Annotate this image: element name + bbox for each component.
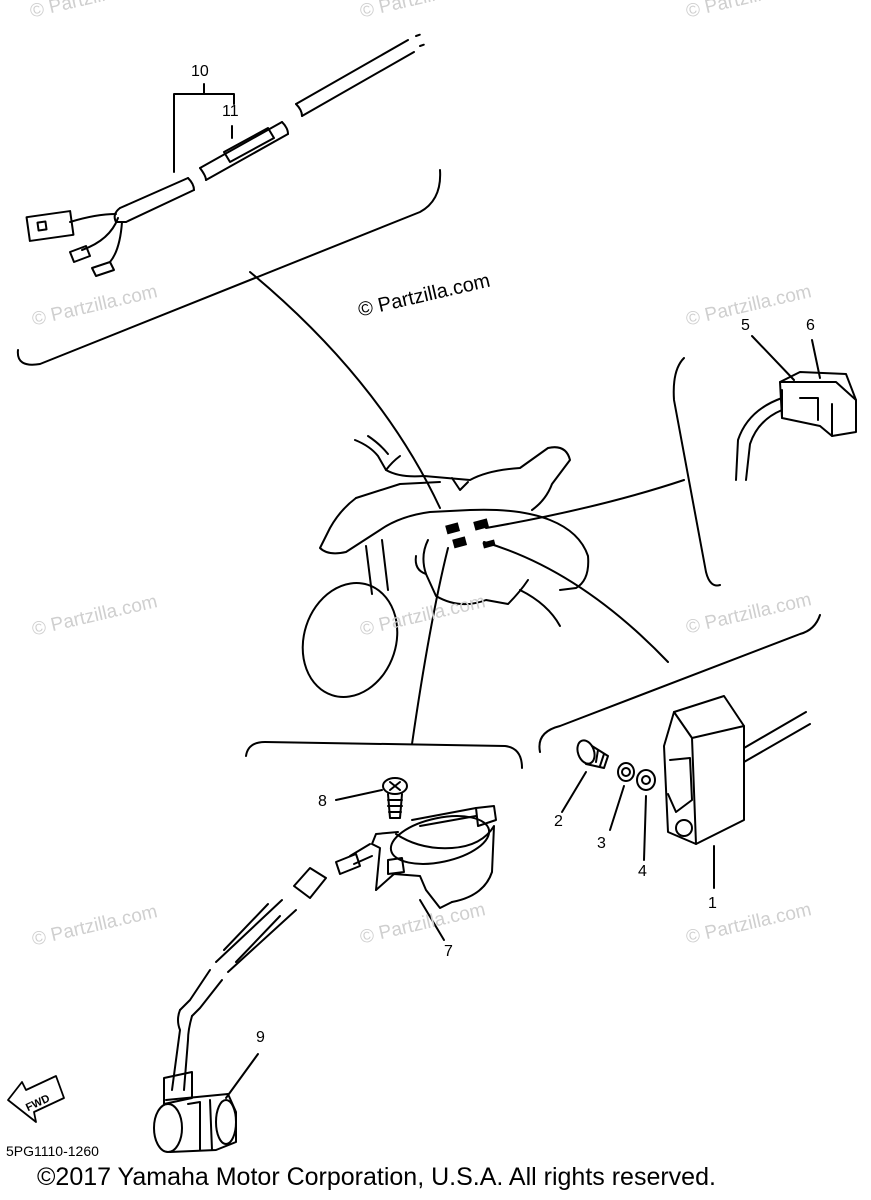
- ignition-coil: [335, 805, 497, 909]
- motorcycle-outline: [301, 435, 590, 698]
- callout-number-11: 11: [222, 103, 239, 120]
- callout-7-leader: [419, 899, 445, 941]
- callout-10-bracket: [173, 83, 235, 173]
- callout-number-9: 9: [256, 1029, 265, 1046]
- forward-direction-arrow: FWD: [7, 1075, 65, 1123]
- locator-mark-harness: [445, 522, 461, 535]
- screw: [382, 777, 408, 819]
- callout-number-3: 3: [597, 835, 606, 852]
- coil-panel-frame: [245, 741, 523, 769]
- cdi-leader-line: [483, 541, 669, 663]
- callout-number-7: 7: [444, 943, 453, 960]
- copyright-notice: ©2017 Yamaha Motor Corporation, U.S.A. A…: [37, 1163, 716, 1191]
- coil-leader-line: [411, 547, 449, 745]
- wire-harness: [25, 33, 427, 277]
- callout-number-4: 4: [638, 863, 647, 880]
- cdi-unit-panel-frame: [538, 614, 821, 753]
- plain-washer: [636, 769, 656, 791]
- locator-mark-cdi-connector: [473, 518, 490, 531]
- callout-number-2: 2: [554, 813, 563, 830]
- callout-3-leader: [609, 785, 625, 831]
- bolt: [576, 739, 609, 769]
- callout-number-6: 6: [806, 317, 815, 334]
- lock-washer: [617, 762, 635, 782]
- wire-harness-panel-frame: [16, 169, 442, 366]
- spark-plug-cap-and-lead: [153, 867, 327, 1153]
- callout-number-10: 10: [191, 63, 209, 80]
- callout-9-leader: [225, 1053, 259, 1099]
- callout-4-leader: [643, 795, 647, 861]
- drawing-code: 5PG1110-1260: [6, 1143, 99, 1159]
- callout-number-1: 1: [708, 895, 717, 912]
- callout-8-leader: [335, 789, 383, 801]
- callout-5-leader: [751, 335, 795, 381]
- connector-leader-line: [485, 479, 685, 529]
- callout-number-5: 5: [741, 317, 750, 334]
- locator-mark-cdi: [482, 539, 496, 549]
- callout-2-leader: [561, 771, 587, 813]
- cdi-connector-panel-frame: [672, 357, 721, 587]
- cdi-unit: [663, 695, 811, 845]
- callout-number-8: 8: [318, 793, 327, 810]
- cdi-connector: [735, 371, 857, 481]
- locator-mark-coil: [452, 536, 468, 549]
- callout-6-leader: [811, 339, 821, 379]
